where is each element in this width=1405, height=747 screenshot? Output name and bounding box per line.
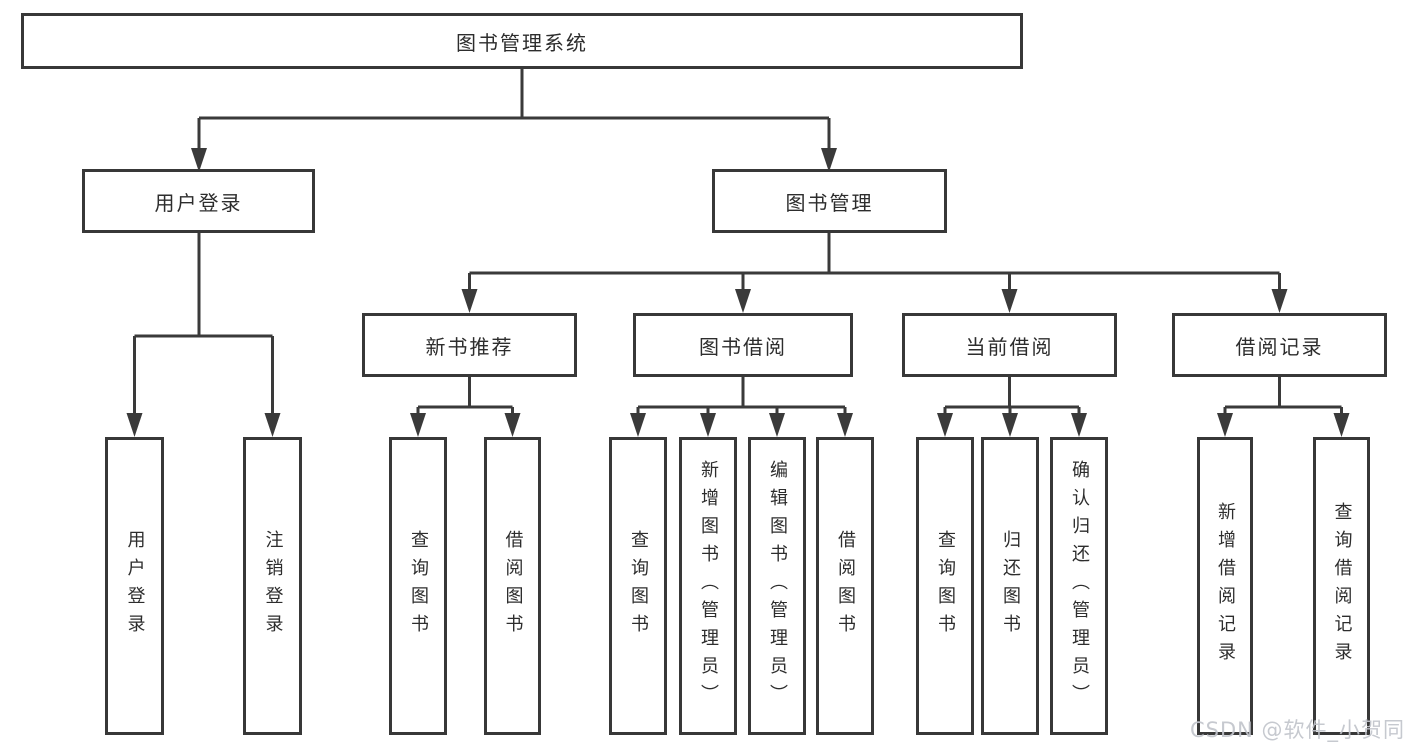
leaf-recommend-query-books: 查询图书 [389,437,447,735]
leaf-records-query-record: 查询借阅记录 [1313,437,1370,735]
node-root-library-system: 图书管理系统 [21,13,1023,69]
node-label: 用户登录 [154,190,243,215]
connector-records-to-leaves [1217,377,1350,437]
leaf-label: 借阅图书 [835,530,856,642]
connector-login-to-leaves [126,233,281,437]
leaf-label: 新增图书（管理员） [698,460,719,712]
node-borrow-records: 借阅记录 [1172,313,1387,377]
leaf-current-confirm-return-admin: 确认归还（管理员） [1050,437,1108,735]
node-new-book-recommend: 新书推荐 [362,313,577,377]
connector-borrow-to-leaves [630,377,853,437]
node-label: 新书推荐 [425,334,514,359]
node-book-borrow: 图书借阅 [633,313,853,377]
leaf-borrow-query-books: 查询图书 [609,437,667,735]
node-label: 图书管理 [785,190,874,215]
connector-current-to-leaves [937,377,1087,437]
leaf-label: 新增借阅记录 [1215,502,1236,670]
leaf-borrow-add-books-admin: 新增图书（管理员） [679,437,737,735]
leaf-label: 借阅图书 [502,530,524,642]
csdn-watermark: CSDN @软件_小贺同学 [1190,718,1405,742]
leaf-current-return-books: 归还图书 [981,437,1039,735]
connector-management-to-level3 [461,233,1288,313]
node-label: 借阅记录 [1235,334,1324,359]
leaf-recommend-borrow-books: 借阅图书 [484,437,541,735]
node-current-borrow: 当前借阅 [902,313,1117,377]
leaf-label: 归还图书 [1000,530,1021,642]
leaf-label: 注销登录 [262,530,284,642]
connector-recommend-to-leaves [410,377,521,437]
leaf-records-add-record: 新增借阅记录 [1197,437,1253,735]
connector-root-to-level2 [191,69,837,172]
leaf-logout: 注销登录 [243,437,302,735]
leaf-borrow-edit-books-admin: 编辑图书（管理员） [748,437,806,735]
leaf-label: 查询借阅记录 [1331,502,1353,670]
leaf-user-login: 用户登录 [105,437,164,735]
leaf-label: 编辑图书（管理员） [767,460,788,712]
leaf-label: 确认归还（管理员） [1069,460,1090,712]
node-label: 图书管理系统 [456,30,588,55]
leaf-label: 查询图书 [935,530,956,642]
leaf-label: 查询图书 [628,530,649,642]
node-label: 当前借阅 [965,334,1054,359]
leaf-label: 查询图书 [408,530,429,642]
node-book-management: 图书管理 [712,169,947,233]
leaf-current-query-books: 查询图书 [916,437,974,735]
node-label: 图书借阅 [699,334,787,359]
node-user-login: 用户登录 [82,169,315,233]
leaf-borrow-borrow-books: 借阅图书 [816,437,874,735]
leaf-label: 用户登录 [124,530,146,642]
